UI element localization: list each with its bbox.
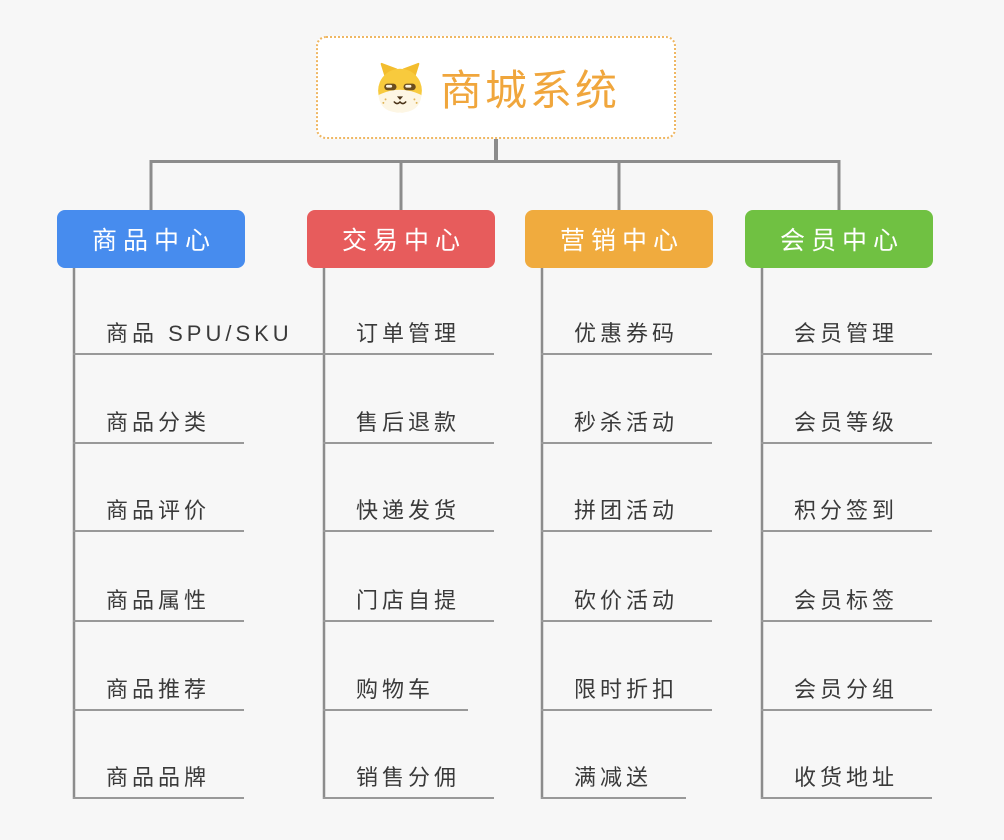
leaf-node[interactable]: 商品品牌 [73,766,245,799]
branch-node-trade-center[interactable]: 交易中心 [307,210,495,268]
dog-face-icon [372,60,428,116]
root-title: 商城系统 [439,67,620,114]
leaf-node[interactable]: 优惠券码 [541,322,713,355]
leaf-node[interactable]: 会员标签 [761,589,933,622]
leaf-node[interactable]: 限时折扣 [541,678,713,711]
leaf-node[interactable]: 商品 SPU/SKU [73,322,327,355]
leaf-node[interactable]: 售后退款 [323,411,495,444]
leaf-node[interactable]: 商品属性 [73,589,245,622]
leaf-node[interactable]: 会员分组 [761,678,933,711]
leaf-node[interactable]: 收货地址 [761,766,933,799]
leaf-node[interactable]: 门店自提 [323,589,495,622]
leaf-node[interactable]: 订单管理 [323,322,495,355]
leaf-node[interactable]: 秒杀活动 [541,411,713,444]
branch-node-member-center[interactable]: 会员中心 [745,210,933,268]
leaf-node[interactable]: 商品分类 [73,411,245,444]
leaf-node[interactable]: 快递发货 [323,499,495,532]
branch-node-marketing-center[interactable]: 营销中心 [525,210,713,268]
root-node[interactable]: 商城系统 [316,36,676,139]
leaf-node[interactable]: 拼团活动 [541,499,713,532]
leaf-node[interactable]: 销售分佣 [323,766,495,799]
leaf-node[interactable]: 会员管理 [761,322,933,355]
leaf-node[interactable]: 商品评价 [73,499,245,532]
leaf-node[interactable]: 砍价活动 [541,589,713,622]
branch-node-product-center[interactable]: 商品中心 [57,210,245,268]
leaf-node[interactable]: 购物车 [323,678,469,711]
leaf-node[interactable]: 满减送 [541,766,687,799]
leaf-node[interactable]: 会员等级 [761,411,933,444]
leaf-node[interactable]: 商品推荐 [73,678,245,711]
leaf-node[interactable]: 积分签到 [761,499,933,532]
